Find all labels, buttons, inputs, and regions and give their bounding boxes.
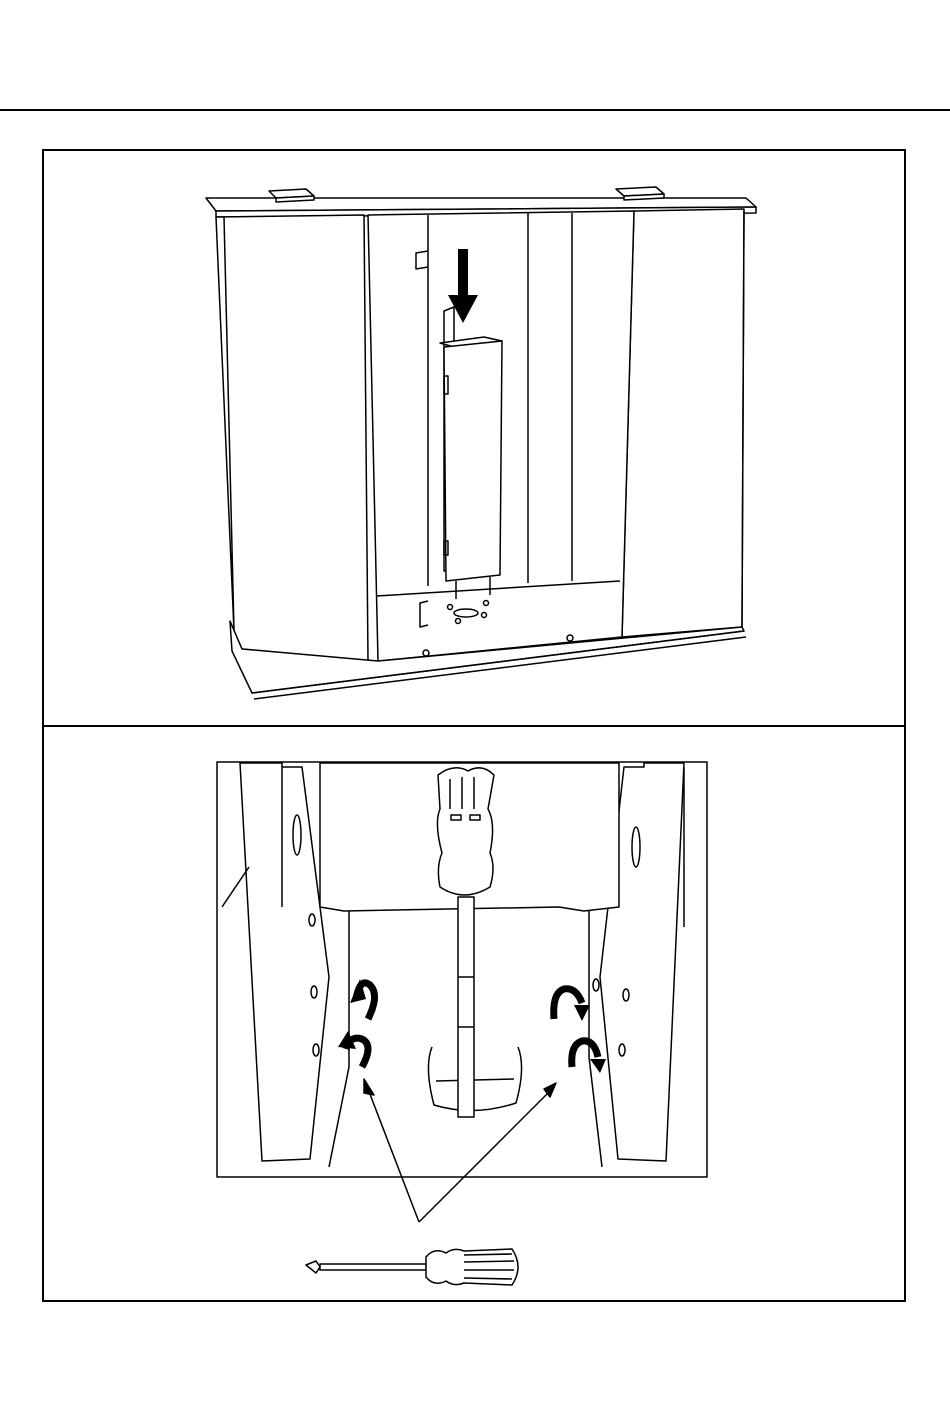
- step-panel-2: [42, 725, 906, 1302]
- cabinet-rear-illustration: [44, 151, 908, 729]
- step-panel-1: [42, 149, 906, 727]
- mounting-box: [440, 307, 502, 624]
- page-header-rule: [0, 109, 950, 111]
- top-hinge-left: [269, 189, 314, 202]
- close-up-illustration: [44, 727, 908, 1304]
- phillips-screwdriver-icon: [306, 1249, 518, 1285]
